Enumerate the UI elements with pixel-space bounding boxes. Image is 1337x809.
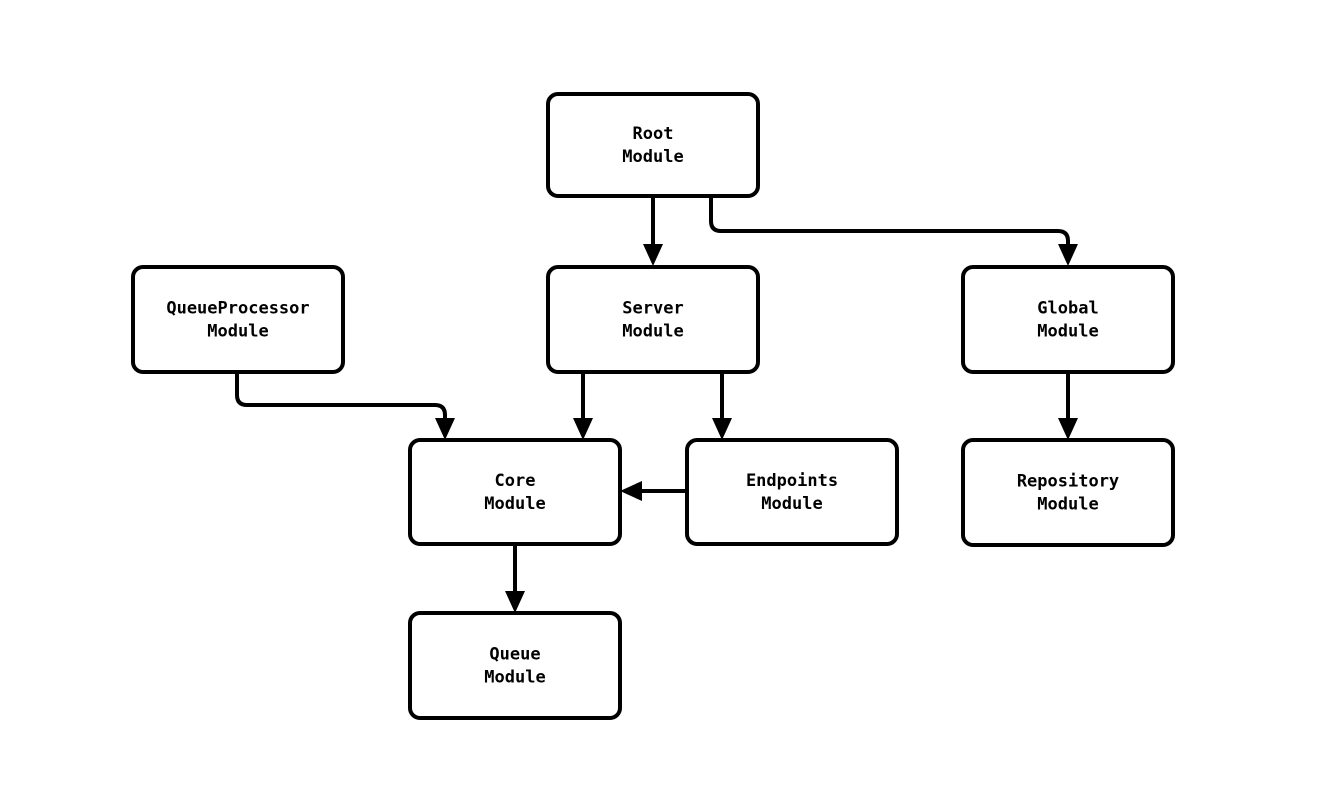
arrowhead-icon [643,244,663,266]
edge-server-to-endpoints [712,372,732,440]
node-label-line2: Module [484,668,545,688]
edge-line [235,372,447,422]
node-box[interactable] [408,438,622,546]
edge-queueprocessor-to-core [235,372,455,440]
node-box[interactable] [408,611,622,720]
arrowhead-icon [620,481,642,501]
node-label-line2: Module [1037,322,1098,342]
node-label-line1: Server [622,299,683,319]
node-label-line1: Queue [489,645,540,665]
node-box[interactable] [131,265,345,374]
arrowhead-icon [1058,418,1078,440]
node-label-line2: Module [484,494,545,514]
node-label-line1: Root [633,124,674,144]
node-label-line1: Global [1037,299,1098,319]
node-box[interactable] [546,265,760,374]
edge-global-to-repository [1058,372,1078,440]
node-box[interactable] [685,438,899,546]
arrowhead-icon [712,418,732,440]
node-box[interactable] [546,92,760,198]
node-label-line2: Module [761,494,822,514]
edge-line [709,196,1070,248]
node-label-line2: Module [622,322,683,342]
node-label-line1: QueueProcessor [166,299,309,319]
arrowhead-icon [505,591,525,613]
node-box[interactable] [961,438,1175,547]
edge-endpoints-to-core [620,481,687,501]
node-label-line1: Repository [1017,472,1119,492]
arrowhead-icon [1058,244,1078,266]
node-label-line1: Endpoints [746,471,838,491]
edge-root-to-server [643,196,663,266]
edge-core-to-queue [505,544,525,613]
edge-root-to-global [709,196,1078,266]
arrowhead-icon [573,418,593,440]
edge-server-to-core [573,372,593,440]
node-label-line2: Module [1037,495,1098,515]
arrowhead-icon [435,418,455,440]
node-box[interactable] [961,265,1175,374]
node-label-line2: Module [622,147,683,167]
node-label-line2: Module [207,322,268,342]
node-label-line1: Core [495,471,536,491]
edge-layer [235,196,1078,613]
